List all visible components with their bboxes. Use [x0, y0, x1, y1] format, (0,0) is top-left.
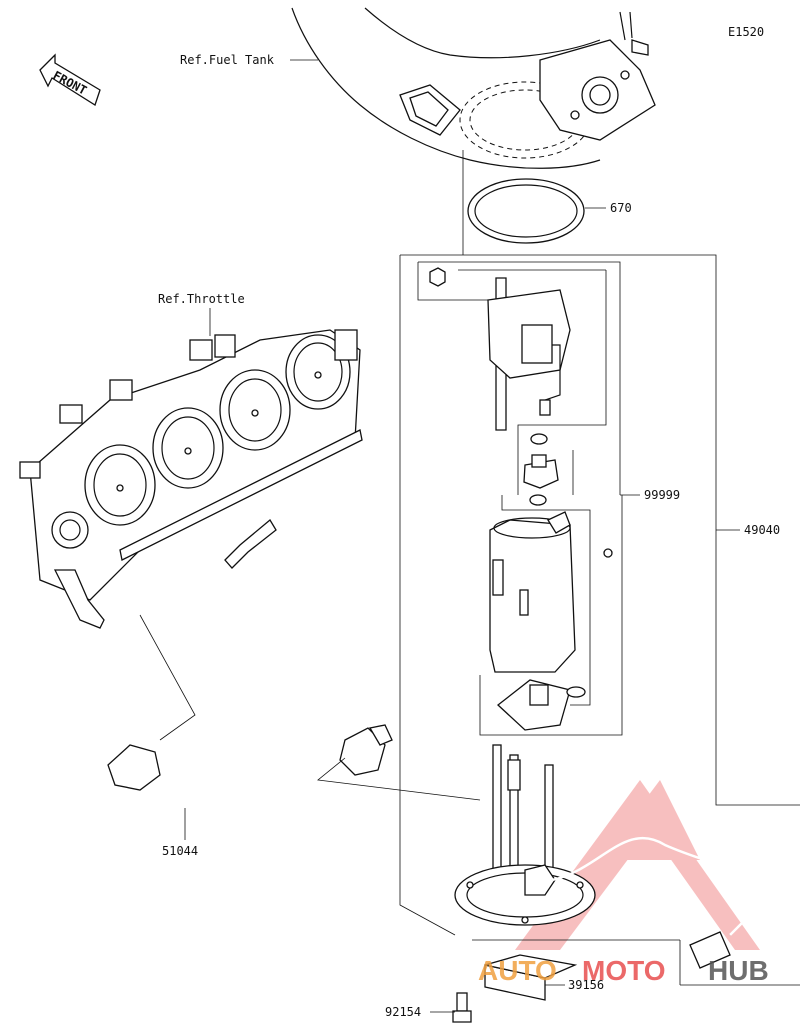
front-direction-marker: FRONT	[39, 53, 101, 106]
pump-main-body	[489, 511, 613, 673]
part-number-92154: 92154	[385, 1005, 421, 1019]
throttle-bore-1	[84, 444, 156, 526]
part-number-51044: 51044	[162, 844, 198, 858]
ref-fuel-tank-label: Ref.Fuel Tank	[180, 53, 275, 67]
leader-lines	[139, 59, 800, 1013]
fuel-hose	[107, 656, 393, 813]
pump-regulator	[523, 433, 559, 506]
watermark-text: AUTO MOTO HUB	[478, 955, 769, 986]
tank-bracket	[539, 11, 656, 141]
pump-assembly-bracket	[417, 261, 640, 736]
part-number-99999: 99999	[644, 488, 680, 502]
watermark-auto: AUTO	[478, 955, 557, 986]
ref-throttle-label: Ref.Throttle	[158, 292, 245, 306]
fuel-tank-outline	[291, 7, 601, 169]
watermark-hub: HUB	[708, 955, 769, 986]
pad-part	[484, 954, 578, 1001]
watermark-moto: MOTO	[582, 955, 665, 986]
throttle-bore-3	[219, 369, 291, 451]
pump-frame	[492, 744, 554, 886]
pump-upper-module	[429, 267, 571, 431]
pump-filter-base	[496, 679, 586, 731]
diagram-code: E1520	[728, 25, 764, 39]
throttle-bore-2	[152, 407, 224, 489]
throttle-bore-4	[285, 334, 351, 410]
bolt-part	[452, 992, 472, 1023]
pump-wire-harness	[551, 837, 773, 969]
part-number-39156: 39156	[568, 978, 604, 992]
gasket-ring	[467, 178, 585, 244]
throttle-body-assembly	[19, 329, 363, 629]
part-number-670: 670	[610, 201, 632, 215]
fuel-pump-bracket	[399, 254, 800, 936]
pump-flange-plate	[454, 864, 596, 926]
part-number-49040: 49040	[744, 523, 780, 537]
labels: E1520 Ref.Fuel Tank Ref.Throttle 670 999…	[158, 25, 780, 1019]
